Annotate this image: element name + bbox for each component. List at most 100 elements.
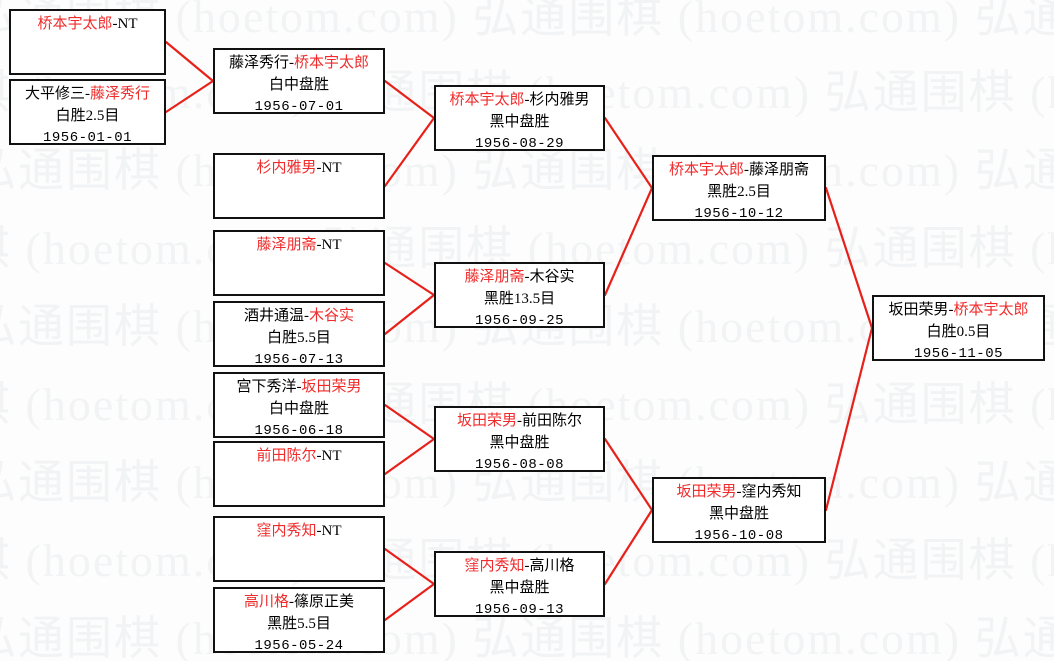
match-node[interactable]: 窪内秀知-NT (213, 516, 385, 582)
match-date: 1956-10-12 (694, 205, 784, 221)
match-result: 白胜2.5目 (55, 107, 120, 124)
player-left: 酒井通温 (243, 308, 304, 324)
player-right: 藤泽秀行 (90, 86, 151, 102)
player-right: 坂田荣男 (301, 379, 362, 395)
match-result: 黑中盘胜 (708, 505, 769, 522)
match-players: 桥本宇太郎-藤泽朋斋 (654, 160, 824, 182)
match-players: 酒井通温-木谷实 (215, 306, 383, 328)
player-separator: - (316, 160, 322, 176)
player-right: 杉内雅男 (529, 92, 590, 108)
player-right: 篠原正美 (294, 594, 355, 610)
connector-line (824, 186, 874, 330)
match-node[interactable]: 藤泽朋斋-木谷实黑胜13.5目 1956-09-25 (434, 262, 605, 328)
match-date: 1956-10-08 (694, 527, 784, 543)
match-players: 桥本宇太郎-杉内雅男 (436, 90, 603, 112)
match-date: 1956-06-18 (254, 422, 344, 438)
match-result: 黑中盘胜 (489, 113, 550, 130)
match-players: 坂田荣男-窪内秀知 (654, 482, 824, 504)
match-date: 1956-09-13 (474, 601, 564, 617)
player-separator: - (316, 448, 322, 464)
connector-line (603, 186, 654, 297)
player-left: 藤泽朋斋 (464, 269, 525, 285)
connector-line (383, 403, 436, 441)
match-result: 黑胜2.5目 (707, 183, 771, 200)
match-node[interactable]: 坂田荣男-桥本宇太郎白胜0.5目 1956-11-05 (872, 295, 1045, 361)
match-result: 黑中盘胜 (489, 579, 550, 596)
match-node[interactable]: 桥本宇太郎-NT (9, 9, 166, 75)
connector-line (603, 508, 654, 586)
player-right: NT (321, 523, 342, 539)
player-left: 杉内雅男 (256, 160, 317, 176)
player-left: 桥本宇太郎 (668, 162, 744, 178)
player-separator: - (316, 523, 322, 539)
match-date: 1956-08-08 (474, 456, 564, 472)
player-left: 窪内秀知 (256, 523, 317, 539)
player-right: 前田陈尔 (522, 413, 583, 429)
player-separator: - (316, 237, 322, 253)
player-separator: - (85, 86, 90, 102)
connector-line (824, 326, 874, 512)
match-date: 1956-01-01 (42, 129, 132, 145)
match-result: 白胜0.5目 (926, 323, 991, 340)
match-date: 1956-11-05 (913, 345, 1003, 361)
match-players: 藤泽朋斋-NT (215, 235, 383, 257)
match-players: 宫下秀洋-坂田荣男 (215, 377, 383, 399)
player-separator: - (304, 308, 309, 324)
connector-line (383, 547, 436, 586)
player-right: NT (321, 160, 342, 176)
match-node[interactable]: 前田陈尔-NT (213, 441, 385, 507)
player-separator: - (517, 413, 522, 429)
connector-line (383, 261, 436, 297)
match-node[interactable]: 杉内雅男-NT (213, 153, 385, 219)
player-left: 藤泽秀行 (228, 55, 289, 71)
player-left: 大平修三 (24, 86, 85, 102)
match-players: 藤泽朋斋-木谷实 (436, 267, 603, 289)
player-right: 桥本宇太郎 (294, 55, 370, 71)
player-right: 木谷实 (309, 308, 355, 324)
player-right: 藤泽朋斋 (749, 162, 810, 178)
match-date: 1956-09-25 (474, 312, 564, 328)
connector-line (603, 437, 654, 512)
player-left: 高川格 (243, 594, 289, 610)
match-node[interactable]: 坂田荣男-窪内秀知黑中盘胜 1956-10-08 (652, 477, 826, 543)
connector-line (164, 40, 215, 83)
match-result: 白中盘胜 (268, 76, 329, 93)
match-result: 黑胜13.5目 (483, 290, 556, 307)
player-separator: - (289, 594, 294, 610)
match-players: 前田陈尔-NT (215, 446, 383, 468)
player-separator: - (524, 269, 530, 285)
player-left: 坂田荣男 (888, 302, 949, 318)
player-separator: - (744, 162, 749, 178)
player-right: NT (117, 16, 138, 32)
match-node[interactable]: 坂田荣男-前田陈尔黑中盘胜 1956-08-08 (434, 406, 605, 472)
player-left: 窪内秀知 (464, 558, 525, 574)
connector-line (383, 437, 436, 476)
player-separator: - (736, 484, 742, 500)
connector-line (383, 79, 436, 120)
player-separator: - (296, 379, 302, 395)
match-players: 坂田荣男-桥本宇太郎 (874, 300, 1043, 322)
player-left: 前田陈尔 (256, 448, 317, 464)
player-right: 桥本宇太郎 (953, 302, 1029, 318)
match-date: 1956-07-13 (254, 351, 344, 367)
player-left: 坂田荣男 (456, 413, 517, 429)
match-date: 1956-05-24 (254, 637, 344, 653)
match-players: 大平修三-藤泽秀行 (11, 84, 164, 106)
player-left: 桥本宇太郎 (449, 92, 525, 108)
match-node[interactable]: 藤泽朋斋-NT (213, 230, 385, 296)
watermark-text: 弘通围棋 (hoetom.com) 弘通围棋 (hoetom.com) 弘通围棋… (0, 145, 1054, 196)
match-players: 藤泽秀行-桥本宇太郎 (215, 53, 383, 75)
connector-line (603, 116, 654, 190)
match-result: 黑中盘胜 (489, 434, 550, 451)
match-players: 窪内秀知-NT (215, 521, 383, 543)
connector-line (164, 79, 215, 114)
